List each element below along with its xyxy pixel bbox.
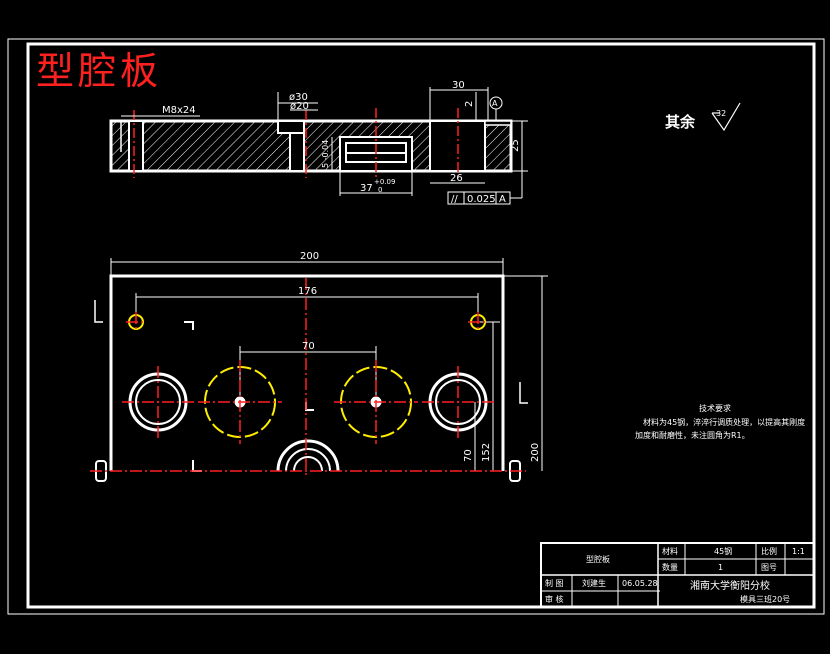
tb-part-name: 型腔板	[586, 554, 610, 564]
roughness-value: 32	[716, 109, 726, 118]
dim-w2: 2	[464, 101, 475, 107]
dim-h25: 25	[510, 139, 521, 152]
tb-qty-label: 数量	[662, 562, 678, 572]
tb-scale-value: 1:1	[792, 547, 805, 556]
notes-line-2: 加度和耐磨性，未注圆角为R1。	[635, 430, 750, 440]
drawing-title: 型腔板	[36, 49, 163, 93]
dim-depth: 5 -0.04	[321, 140, 330, 168]
dim-h70: 70	[463, 449, 474, 462]
dim-w70: 70	[302, 341, 315, 352]
dim-dia-inner: ø20	[290, 101, 309, 112]
section-dimensions	[121, 87, 528, 205]
tb-qty-value: 1	[718, 563, 723, 572]
front-center-lines	[90, 278, 526, 476]
tol-value: 0.025	[467, 194, 496, 205]
tol-reference: A	[499, 194, 506, 205]
inner-frame	[26, 42, 816, 609]
tb-drawn-label: 制 图	[545, 578, 564, 588]
dim-w176: 176	[298, 286, 317, 297]
dim-h152: 152	[481, 443, 492, 462]
dim-h200: 200	[530, 443, 541, 462]
yellow-features	[128, 314, 486, 438]
roughness-symbol	[711, 102, 741, 132]
tb-checked-label: 审 核	[545, 594, 564, 604]
tb-drawing-no-label: 图号	[761, 563, 777, 572]
tb-school: 湘南大学衡阳分校	[690, 579, 770, 592]
tb-material-label: 材料	[662, 546, 678, 556]
dim-w26: 26	[450, 173, 463, 184]
title-block	[540, 542, 815, 608]
datum-letter: A	[492, 99, 498, 108]
outer-frame	[7, 38, 825, 615]
dim-w37-tol: +0.09	[374, 178, 395, 186]
dim-w30: 30	[452, 80, 465, 91]
roughness-label: 其余	[665, 113, 696, 131]
section-view	[109, 119, 513, 173]
dim-dia-outer: ø30	[289, 92, 308, 103]
notes-line-1: 材料为45钢，淬淬行调质处理，以提高其刚度	[643, 417, 805, 427]
section-center-lines	[133, 108, 459, 178]
tb-material-value: 45钢	[714, 546, 732, 556]
dim-thread: M8x24	[162, 105, 196, 116]
tb-scale-label: 比例	[761, 546, 777, 556]
dim-w37-tol-low: 0	[378, 186, 382, 194]
notes-heading: 技术要求	[699, 403, 731, 413]
tb-drawn-date: 06.05.28	[622, 579, 658, 588]
tb-drawn-name: 刘建生	[582, 578, 606, 588]
tb-class: 模具三班20号	[740, 594, 790, 604]
dim-w200: 200	[300, 251, 319, 262]
tol-symbol: //	[451, 194, 458, 205]
dim-w37: 37	[360, 183, 373, 194]
